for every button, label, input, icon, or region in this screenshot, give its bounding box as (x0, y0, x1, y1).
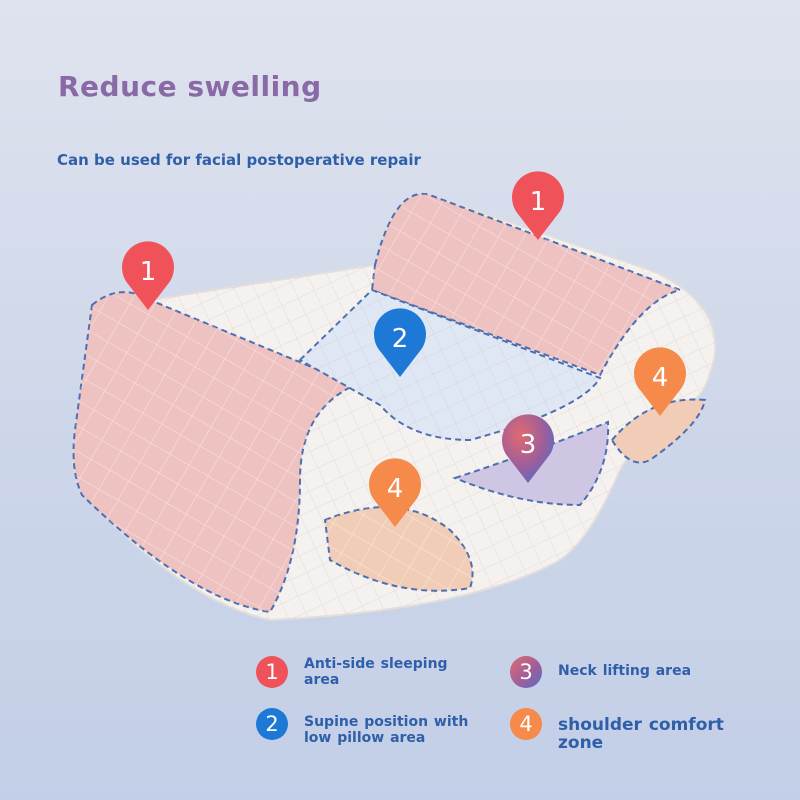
legend-item-shoulder: 4 shoulder comfort zone (510, 708, 748, 752)
legend-badge: 1 (256, 656, 288, 688)
page-subtitle: Can be used for facial postoperative rep… (57, 151, 421, 169)
pin-2: 2 (374, 308, 426, 377)
svg-text:4: 4 (387, 474, 404, 504)
pin-4-right: 4 (634, 347, 686, 416)
zone-shoulder-left (323, 506, 474, 592)
svg-text:3: 3 (520, 430, 537, 460)
pin-3: 3 (502, 414, 554, 483)
svg-text:1: 1 (530, 187, 547, 217)
svg-text:1: 1 (140, 257, 157, 287)
svg-text:4: 4 (652, 363, 669, 393)
legend-label: Anti-side sleeping area (304, 656, 448, 688)
zone-anti-side-right (370, 192, 684, 377)
svg-text:2: 2 (392, 324, 409, 354)
pin-4-left: 4 (369, 458, 421, 527)
legend-badge: 2 (256, 708, 288, 740)
page-title: Reduce swelling (58, 70, 322, 103)
legend-label: Supine position with low pillow area (304, 714, 469, 746)
legend-label: Neck lifting area (558, 663, 692, 679)
zone-anti-side-left (72, 291, 358, 614)
zone-shoulder-right (610, 398, 707, 464)
pin-1-right: 1 (512, 171, 564, 240)
pin-1-left: 1 (122, 241, 174, 310)
legend-item-anti-side: 1 Anti-side sleeping area (256, 656, 474, 688)
legend-label: shoulder comfort zone (558, 715, 724, 753)
legend-item-supine: 2 Supine position with low pillow area (256, 708, 484, 746)
legend-item-neck: 3 Neck lifting area (510, 656, 748, 688)
legend-badge: 4 (510, 708, 542, 740)
legend-badge: 3 (510, 656, 542, 688)
